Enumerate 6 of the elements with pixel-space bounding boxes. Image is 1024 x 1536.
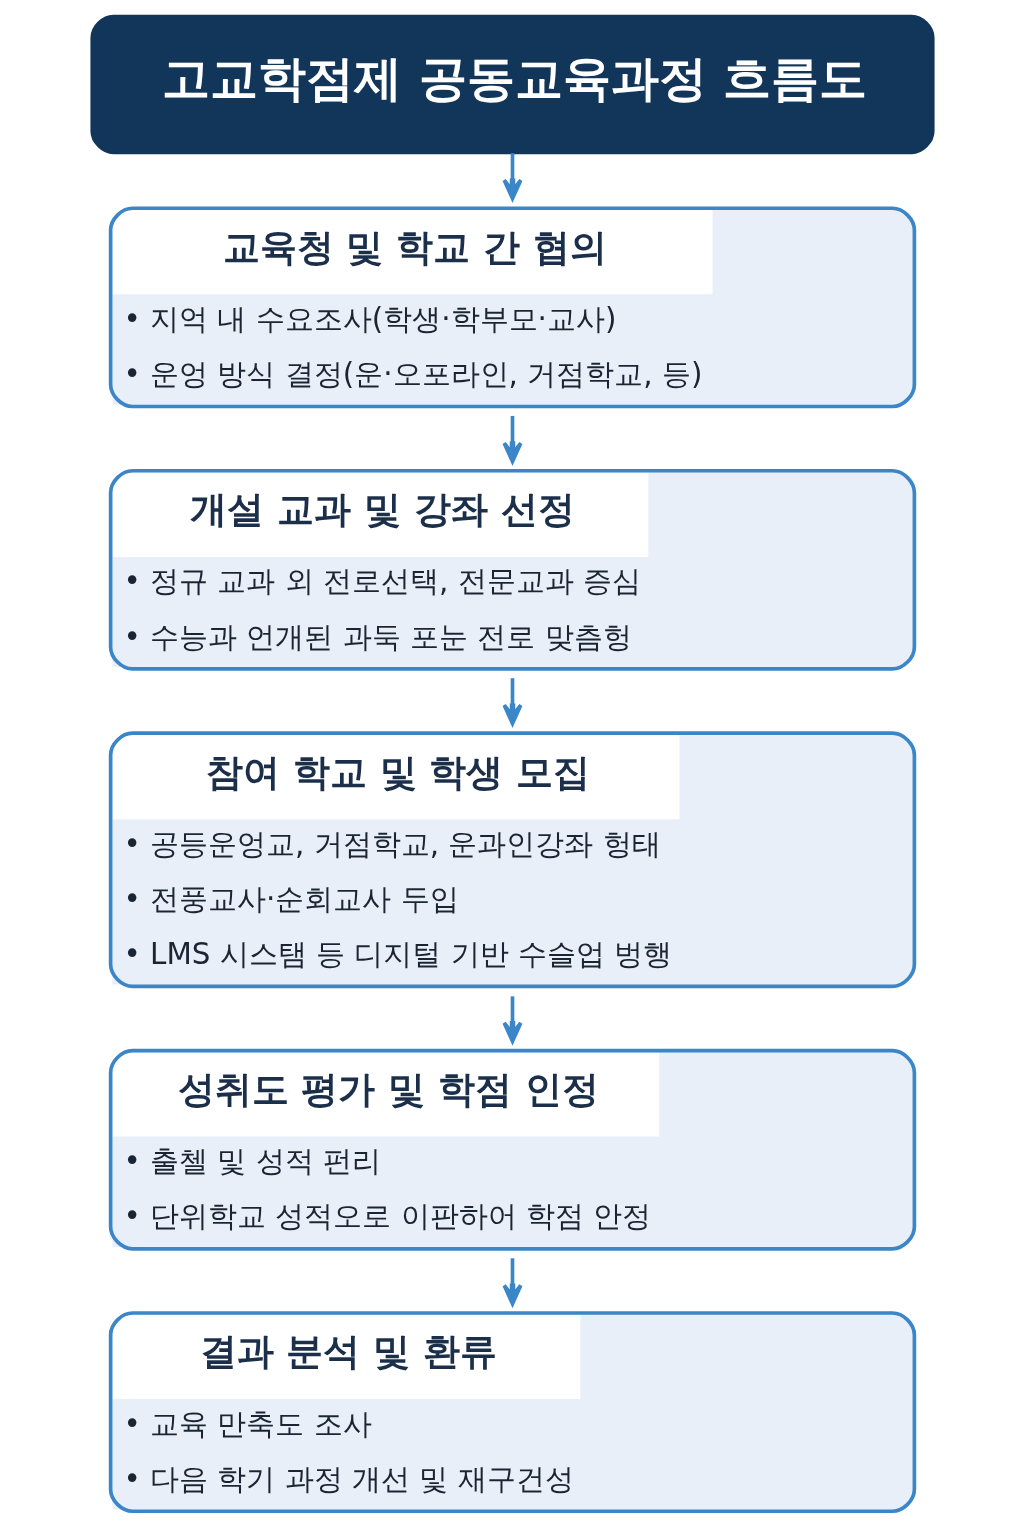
node-box: 고교학점제 공동교육과정 흐름도 — [89, 14, 935, 155]
arrow — [501, 153, 523, 201]
arrow — [501, 996, 523, 1044]
arrow — [501, 1258, 523, 1306]
arrow — [501, 678, 523, 726]
arrow — [501, 415, 523, 464]
